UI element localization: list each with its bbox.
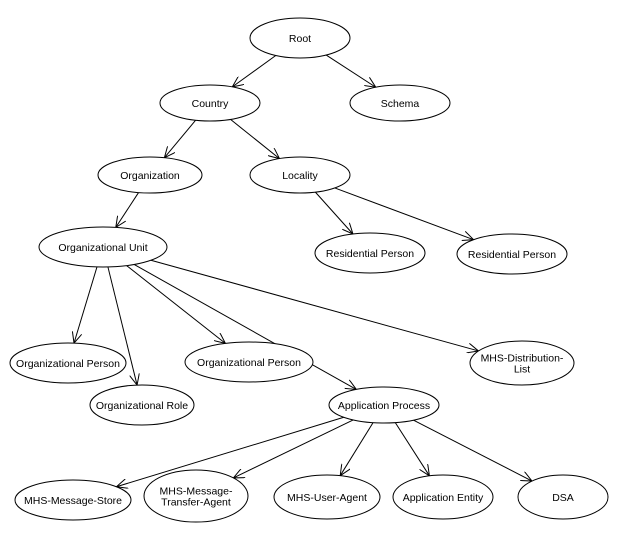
node-org-person-2: Organizational Person (184, 341, 314, 383)
node-ellipse (392, 474, 494, 520)
node-ellipse (517, 474, 609, 520)
node-label: Organizational Person (197, 357, 301, 369)
node-label: Organization (120, 170, 180, 182)
edge-org-unit-to-org-role (107, 266, 137, 385)
node-organization: Organization (97, 156, 203, 194)
node-ellipse (249, 156, 351, 194)
node-ellipse (328, 386, 440, 424)
edge-country-to-organization (164, 119, 197, 157)
node-res-person-1: Residential Person (314, 232, 426, 274)
node-schema: Schema (349, 84, 451, 122)
node-label: MHS-User-Agent (287, 492, 367, 504)
node-ellipse (249, 17, 351, 59)
edge-org-unit-to-org-person-2 (126, 265, 226, 344)
node-ellipse (97, 156, 203, 194)
node-ellipse (89, 384, 195, 426)
node-app-process: Application Process (328, 386, 440, 424)
node-label: Root (289, 33, 311, 45)
edge-root-to-country (232, 55, 277, 86)
edge-org-unit-to-app-process (133, 264, 356, 389)
edge-organization-to-org-unit (116, 192, 139, 228)
edge-org-unit-to-mhs-dl (150, 259, 479, 351)
node-label: Residential Person (468, 249, 556, 261)
node-org-role: Organizational Role (89, 384, 195, 426)
node-label: Locality (282, 170, 318, 182)
node-label: Organizational Unit (58, 242, 147, 254)
node-label: MHS-Message- (160, 486, 233, 498)
edge-country-to-locality (230, 119, 280, 158)
edge-locality-to-res-person-2 (334, 187, 474, 240)
node-org-unit: Organizational Unit (38, 226, 168, 268)
node-label: Schema (381, 98, 420, 110)
node-label: MHS-Message-Store (24, 495, 122, 507)
node-label: Application Entity (403, 492, 484, 504)
node-label: Residential Person (326, 248, 414, 260)
node-mhs-mta: MHS-Message-Transfer-Agent (143, 469, 249, 523)
edge-app-process-to-mhs-ua (340, 422, 374, 476)
node-label: DSA (552, 492, 574, 504)
edge-locality-to-res-person-1 (314, 191, 353, 234)
node-country: Country (159, 84, 261, 122)
edge-app-process-to-mhs-mta (233, 419, 354, 478)
node-ellipse (143, 469, 249, 523)
node-label: Transfer-Agent (161, 497, 231, 509)
node-ellipse (314, 232, 426, 274)
node-ellipse (456, 233, 568, 275)
node-ellipse (469, 340, 575, 386)
node-root: Root (249, 17, 351, 59)
node-label: Country (192, 98, 230, 110)
node-mhs-ua: MHS-User-Agent (273, 474, 381, 520)
node-locality: Locality (249, 156, 351, 194)
node-ellipse (273, 474, 381, 520)
node-label: Organizational Role (96, 400, 188, 412)
node-app-entity: Application Entity (392, 474, 494, 520)
node-ellipse (9, 342, 127, 384)
node-ellipse (14, 479, 132, 521)
node-ellipse (349, 84, 451, 122)
node-dsa: DSA (517, 474, 609, 520)
node-ellipse (159, 84, 261, 122)
node-res-person-2: Residential Person (456, 233, 568, 275)
node-label: MHS-Distribution- (481, 353, 564, 365)
edge-app-process-to-mhs-ms (116, 416, 344, 486)
node-label: List (514, 364, 530, 376)
node-mhs-ms: MHS-Message-Store (14, 479, 132, 521)
node-ellipse (184, 341, 314, 383)
node-org-person-1: Organizational Person (9, 342, 127, 384)
edge-app-process-to-dsa (413, 419, 532, 481)
node-label: Application Process (338, 400, 430, 412)
edge-root-to-schema (325, 54, 376, 87)
node-label: Organizational Person (16, 358, 120, 370)
edge-org-unit-to-org-person-1 (74, 266, 98, 343)
edge-app-process-to-app-entity (394, 422, 429, 476)
node-mhs-dl: MHS-Distribution-List (469, 340, 575, 386)
node-ellipse (38, 226, 168, 268)
